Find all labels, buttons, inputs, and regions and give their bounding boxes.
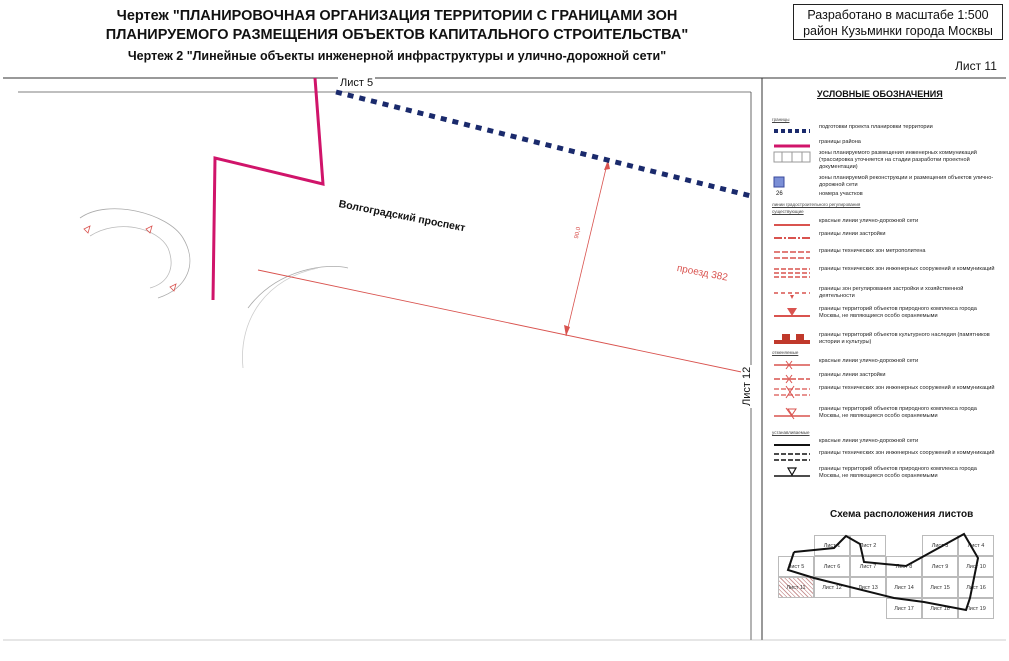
scheme-cell[interactable]: Лист 8 [886,556,922,577]
red-line-passage [257,269,751,375]
marker-triangle [169,283,177,292]
legend-text: границы линии застройки [819,372,886,378]
red-line-aux [188,310,751,376]
legend-text: границы линии застройки [819,231,886,237]
cancelled-building-line-symbol [774,374,810,384]
dimension-line [565,159,609,337]
legend-text: границы технических зон инженерных соору… [819,266,995,272]
legend-text: границы территорий объектов природного к… [819,306,977,319]
legend-text: зоны планируемого размещения инженерных … [819,150,977,170]
scheme-cell[interactable]: Лист 2 [850,535,886,556]
legend-title: УСЛОВНЫЕ ОБОЗНАЧЕНИЯ [817,89,943,99]
scheme-cell[interactable]: Лист 17 [886,598,922,619]
legend-text: красные линии улично-дорожной сети [819,358,919,364]
title-block: Чертеж "ПЛАНИРОВОЧНАЯ ОРГАНИЗАЦИЯ ТЕРРИТ… [6,6,788,76]
heritage-zone-symbol [774,334,810,344]
legend-text: номера участков [819,191,863,197]
legend-text: границы территорий объектов культурного … [819,332,990,345]
plot-number-symbol: 26 [776,191,783,197]
metro-zone-symbol [774,251,810,259]
new-utility-zone-symbol [774,453,810,461]
district-boundary-symbol [774,144,810,148]
subtitle: Чертеж 2 "Линейные объекты инженерной ин… [127,49,667,63]
scheme-cell[interactable]: Лист 13 [850,577,886,598]
new-red-line-symbol [774,444,810,446]
sheet-number: Лист 11 [955,59,997,73]
building-line-symbol [774,237,810,239]
legend-text: границы технических зон инженерных соору… [819,450,995,456]
sheet-scheme: Лист 1 Лист 2 Лист 3 Лист 4 Лист 5 Лист … [774,528,994,638]
planning-boundary-symbol [774,129,810,133]
new-nature-zone-symbol [774,467,810,477]
scale-stamp: Разработано в масштабе 1:500 район Кузьм… [793,4,1003,40]
legend-head: устанавливаемые [772,430,810,435]
legend-text: красные линии улично-дорожной сети [819,438,919,444]
nature-zone-symbol [774,308,810,317]
scheme-cell[interactable]: Лист 12 [814,577,850,598]
scheme-cell[interactable]: Лист 4 [958,535,994,556]
map-area[interactable]: Лист 5 Волгоградский проспект проезд 382… [18,77,753,638]
scheme-cell[interactable]: Лист 6 [814,556,850,577]
title-line-2: ПЛАНИРУЕМОГО РАЗМЕЩЕНИЯ ОБЪЕКТОВ КАПИТАЛ… [105,27,689,43]
legend-head: линии градостроительного регулирования [772,202,861,207]
legend-head: существующие [772,209,804,214]
legend-text: границы района [819,139,861,145]
label-sheet-12: Лист 12 [741,364,753,408]
legend-text: границы зон регулирования застройки и хо… [819,286,964,299]
scheme-cell[interactable]: Лист 14 [886,577,922,598]
legend-text: границы территорий объектов природного к… [819,406,977,419]
regulation-zone-symbol [774,292,810,299]
map-canvas [18,78,751,376]
scheme-cell[interactable]: Лист 10 [958,556,994,577]
scheme-title: Схема расположения листов [830,509,974,520]
cancelled-utility-zone-symbol [774,385,810,399]
legend-text: границы технических зон метрополитена [819,248,926,254]
marker-triangle [83,225,91,234]
scheme-cell[interactable]: Лист 18 [922,598,958,619]
district-boundary [211,78,325,301]
scheme-cell[interactable]: Лист 1 [814,535,850,556]
scheme-cell[interactable]: Лист 5 [778,556,814,577]
curb-line [79,208,191,299]
scheme-cell[interactable]: Лист 7 [850,556,886,577]
legend-head: границы [772,117,790,122]
district-text: район Кузьминки города Москвы [803,24,993,38]
scheme-cell-current[interactable]: Лист 11 [778,577,814,598]
label-sheet-5: Лист 5 [338,77,376,89]
red-line-symbol [774,224,810,226]
curb-line [247,266,349,309]
scheme-cell[interactable]: Лист 15 [922,577,958,598]
scheme-cell[interactable]: Лист 16 [958,577,994,598]
legend-panel: УСЛОВНЫЕ ОБОЗНАЧЕНИЯ границы подготовки … [762,78,1002,638]
dimension-arrow [564,325,570,336]
scheme-cell[interactable]: Лист 19 [958,598,994,619]
legend-text: красные линии улично-дорожной сети [819,218,919,224]
legend-text: зоны планируемой реконструкции и размеще… [819,175,994,188]
scheme-cell[interactable]: Лист 3 [922,535,958,556]
legend-text: подготовки проекта планировки территории [819,124,933,130]
legend-text: границы территорий объектов природного к… [819,466,977,479]
scale-text: Разработано в масштабе 1:500 [807,8,989,22]
curb-line [242,267,319,369]
engineering-zone-symbol [773,151,811,163]
scheme-cell[interactable]: Лист 9 [922,556,958,577]
planning-boundary [335,89,751,199]
cancelled-nature-zone-symbol [774,407,810,420]
legend-head: отменяемые [772,350,799,355]
cancelled-red-line-symbol [774,360,810,370]
marker-triangle [145,225,153,234]
legend-text: границы технических зон инженерных соору… [819,385,995,391]
curb-line [89,226,172,289]
utility-zone-symbol [774,268,810,278]
road-zone-symbol [773,176,785,188]
title-line-1: Чертеж "ПЛАНИРОВОЧНАЯ ОРГАНИЗАЦИЯ ТЕРРИТ… [116,8,678,24]
